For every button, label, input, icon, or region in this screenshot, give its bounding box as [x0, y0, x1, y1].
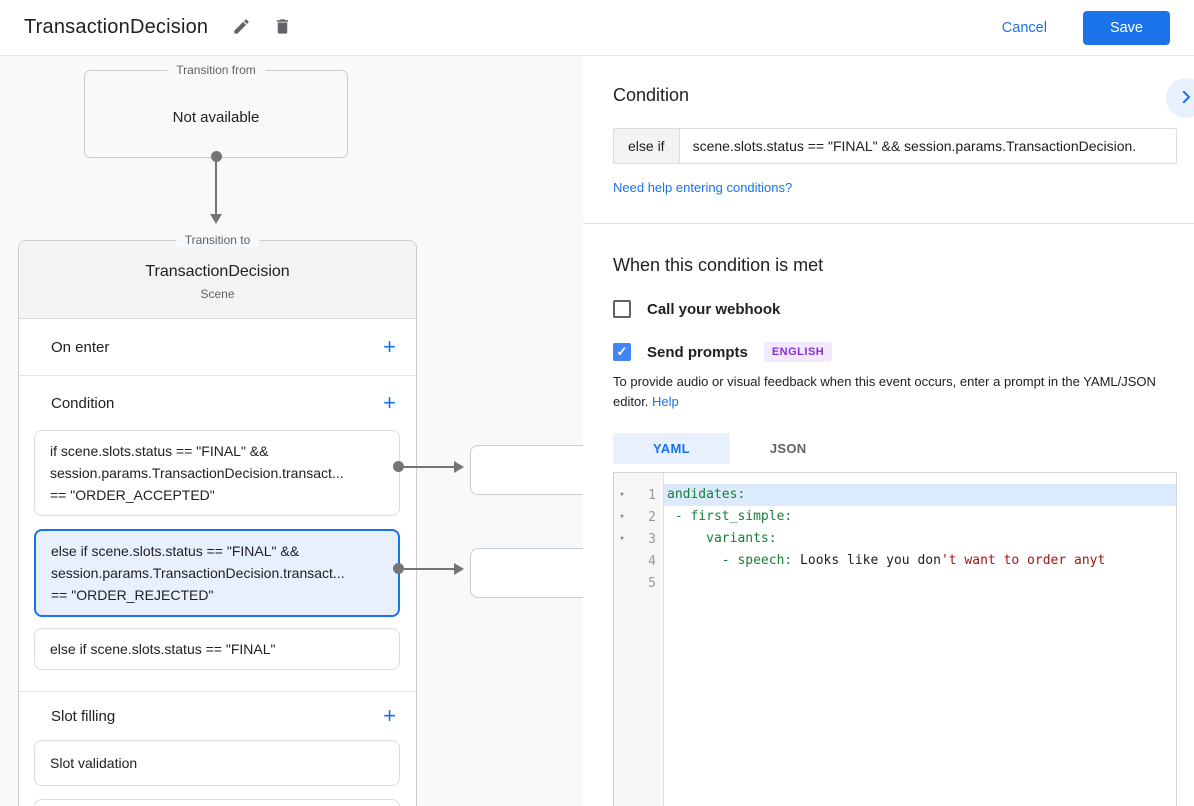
condition-card-final[interactable]: else if scene.slots.status == "FINAL" [34, 628, 400, 670]
pencil-icon [232, 17, 251, 39]
language-badge: ENGLISH [763, 342, 833, 362]
tab-yaml[interactable]: YAML [613, 433, 730, 465]
add-on-enter-button[interactable]: + [383, 334, 396, 359]
slot-filling-label: Slot filling [51, 707, 116, 725]
arrow-down-icon [210, 214, 222, 224]
condition-card-accepted[interactable]: if scene.slots.status == "FINAL" && sess… [34, 430, 400, 516]
fold-arrow-icon[interactable]: ▾ [619, 490, 625, 501]
cancel-button[interactable]: Cancel [1001, 19, 1047, 36]
line-number: 4 [648, 553, 656, 569]
trash-icon [273, 17, 292, 39]
webhook-checkbox-row: Call your webhook [613, 300, 1177, 318]
line-number: 2 [648, 509, 656, 525]
slot-filling-row: Slot filling + [19, 692, 416, 740]
slot-validation-card[interactable]: Slot validation [34, 740, 400, 786]
transition-from-label: Transition from [167, 63, 265, 77]
arrow-right-icon [454, 563, 464, 575]
code-line: variants: [664, 528, 1176, 550]
send-prompts-label: Send prompts [647, 343, 748, 361]
slot-validation-label: Slot validation [50, 755, 138, 771]
code-token: 't want to order anyt [940, 553, 1106, 569]
code-token: variants: [667, 531, 777, 547]
connector-line [215, 161, 217, 214]
conditions-help-link[interactable]: Need help entering conditions? [613, 180, 793, 195]
code-token: Looks like you don [792, 553, 941, 569]
condition-prefix-label: else if [614, 129, 680, 163]
condition-text: == "ORDER_ACCEPTED" [50, 487, 215, 503]
scene-name: TransactionDecision [145, 263, 290, 280]
condition-text: == "ORDER_REJECTED" [51, 587, 214, 603]
condition-text: if scene.slots.status == "FINAL" && [50, 443, 269, 459]
edit-title-button[interactable] [230, 15, 253, 41]
transition-target-box[interactable] [470, 548, 583, 598]
condition-input-row: else if [613, 128, 1177, 164]
line-number: 3 [648, 531, 656, 547]
check-icon: ✓ [616, 344, 628, 359]
line-number: 1 [648, 487, 656, 503]
call-webhook-label: Call your webhook [647, 300, 781, 318]
yaml-code-editor[interactable]: ▾ 1 ▾ 2 ▾ 3 4 5 andidates: - first_simpl [613, 472, 1177, 806]
tab-json[interactable]: JSON [729, 433, 847, 465]
connector-line [404, 466, 456, 468]
on-enter-row[interactable]: On enter + [19, 319, 416, 376]
add-slot-button[interactable]: + [383, 703, 396, 728]
delete-scene-button[interactable] [271, 15, 294, 41]
scene-type-label: Scene [200, 287, 235, 301]
connector-line [404, 568, 456, 570]
call-webhook-checkbox[interactable] [613, 300, 631, 318]
transition-target-box[interactable] [470, 445, 583, 495]
arrow-right-icon [454, 461, 464, 473]
condition-text: else if scene.slots.status == "FINAL" [50, 641, 276, 657]
when-condition-met-title: When this condition is met [613, 255, 824, 275]
transition-to-label: Transition to [175, 233, 260, 247]
code-line: - speech: Looks like you don't want to o… [664, 550, 1176, 572]
condition-card-rejected-selected[interactable]: else if scene.slots.status == "FINAL" &&… [34, 529, 400, 617]
save-button[interactable]: Save [1082, 10, 1170, 45]
page-title: TransactionDecision [24, 16, 209, 38]
panel-title: Condition [613, 85, 690, 105]
add-condition-button[interactable]: + [383, 390, 396, 415]
code-line [664, 572, 1176, 594]
code-token: - speech: [667, 553, 793, 569]
code-token: andidates: [667, 487, 746, 503]
fold-arrow-icon[interactable]: ▾ [619, 512, 625, 523]
transition-from-box[interactable]: Transition from Not available [84, 63, 348, 158]
app-header: TransactionDecision Cancel Save [0, 0, 1194, 56]
connector-dot [393, 461, 404, 472]
condition-text: session.params.TransactionDecision.trans… [50, 465, 344, 481]
divider [19, 691, 416, 692]
chevron-right-icon [1177, 88, 1194, 109]
condition-editor-panel: Condition else if Need help entering con… [583, 56, 1194, 806]
scene-card-header: TransactionDecision Scene [19, 241, 416, 319]
transition-to-scene-card: Transition to TransactionDecision Scene … [18, 233, 417, 806]
code-line: andidates: [664, 484, 1176, 507]
line-number: 5 [648, 575, 656, 591]
connector-dot [393, 563, 404, 574]
send-prompts-checkbox[interactable]: ✓ [613, 343, 631, 361]
fold-arrow-icon[interactable]: ▾ [619, 534, 625, 545]
divider [583, 223, 1194, 224]
send-prompts-checkbox-row: ✓ Send prompts ENGLISH [613, 342, 1177, 362]
condition-section-label: Condition [51, 394, 115, 412]
editor-hint-text: To provide audio or visual feedback when… [613, 374, 1156, 410]
editor-hint: To provide audio or visual feedback when… [613, 372, 1173, 412]
editor-code-area[interactable]: andidates: - first_simple: variants: - s… [664, 473, 1176, 806]
collapse-panel-button[interactable] [1166, 78, 1194, 118]
transition-from-content: Not available [172, 109, 260, 126]
help-link[interactable]: Help [652, 394, 679, 410]
condition-section-row: Condition + [19, 376, 416, 430]
condition-text: session.params.TransactionDecision.trans… [51, 565, 345, 581]
code-line: - first_simple: [664, 506, 1176, 528]
on-enter-label: On enter [51, 338, 110, 356]
condition-input[interactable] [679, 129, 1176, 163]
scene-flow-diagram: Transition from Not available Transition… [0, 56, 583, 806]
partial-card [34, 799, 400, 806]
code-token: - first_simple: [667, 509, 793, 525]
editor-tabs: YAML JSON [613, 433, 1177, 465]
connector-dot [211, 151, 222, 162]
editor-gutter: ▾ 1 ▾ 2 ▾ 3 4 5 [614, 473, 664, 806]
condition-text: else if scene.slots.status == "FINAL" && [51, 543, 300, 559]
